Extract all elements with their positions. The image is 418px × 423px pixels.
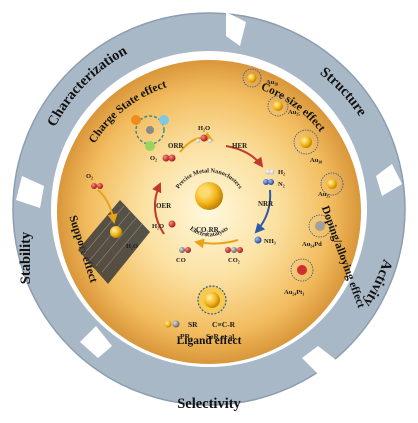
mol-nh3	[254, 236, 262, 244]
charge-state-illustration	[131, 115, 169, 151]
mol-h2o-top-o	[200, 134, 208, 142]
label-selectivity: Selectivity	[177, 396, 241, 412]
cluster-au24pt	[290, 258, 314, 282]
label-h2o-left: H₂O	[152, 223, 164, 230]
label-support-o2: O₂	[86, 173, 93, 180]
label-co2rr: CO₂RR	[196, 226, 220, 234]
co2rr-arrow	[194, 238, 239, 249]
charge-state-ball-orange	[131, 115, 141, 125]
cluster-au25-doping	[320, 172, 344, 196]
separator-bottom-right	[302, 346, 336, 376]
separator-left	[16, 176, 44, 208]
separator-bottom-left	[80, 326, 112, 358]
cluster-au24pd	[308, 214, 332, 238]
doping-au25-shell	[320, 172, 344, 196]
separator-right	[376, 164, 402, 196]
cluster-au25-shell	[267, 95, 289, 117]
label-co2: CO₂	[228, 257, 240, 264]
label-au24pd: Au₂₄Pd	[302, 241, 322, 248]
inner-disk	[57, 60, 361, 364]
oer-arrow	[152, 182, 165, 235]
doping-au24pd-shell	[308, 214, 332, 238]
doping-au24pt-core	[297, 265, 307, 275]
mol-o2-b	[168, 154, 176, 162]
mol-h2-a	[265, 169, 271, 175]
mol-h2o-top-h2	[207, 138, 213, 144]
label-o2-left: O₂	[150, 155, 157, 162]
label-stability: Stability	[18, 231, 34, 284]
ligand-au-atom	[164, 320, 172, 328]
charge-state-ball-green	[145, 141, 155, 151]
support-o2-atom-1	[91, 183, 97, 189]
label-h2: H₂	[278, 169, 285, 176]
mol-o2-a	[162, 154, 170, 162]
mol-co2-o2	[237, 247, 243, 253]
label-n2: N₂	[278, 181, 285, 188]
label-au25-size: Au₂₅	[288, 109, 300, 116]
central-nanocluster	[195, 182, 223, 210]
her-arrow	[225, 145, 264, 168]
doping-clusters	[290, 172, 344, 282]
cluster-au18-core	[247, 73, 257, 83]
mol-h2-b	[269, 169, 275, 175]
doping-au24pd-core	[315, 221, 325, 231]
reaction-pentagon	[152, 131, 275, 253]
graphene-sheet	[78, 200, 150, 284]
cluster-au18-shell	[242, 68, 262, 88]
support-graphene	[78, 183, 150, 284]
doping-au24pt-shell	[290, 258, 314, 282]
cluster-au38-shell	[293, 129, 319, 155]
mol-n2-a	[263, 179, 269, 185]
cluster-au38	[293, 129, 319, 155]
charge-state-ball-blue	[159, 115, 169, 125]
mol-co-c	[179, 247, 185, 253]
mol-co2-o1	[225, 247, 231, 253]
label-au24pt: Au₂₄Pt₁	[284, 289, 304, 296]
label-au25-doping: Au₂₅	[318, 191, 330, 198]
mol-co-o	[185, 247, 191, 253]
mol-h2o-left-o	[168, 220, 176, 228]
graphene-lattice	[83, 205, 143, 273]
ligand-illustration	[164, 285, 227, 328]
outer-ring-edge	[12, 12, 406, 406]
ligand-core	[204, 292, 220, 308]
label-orr: ORR	[168, 142, 185, 150]
mol-co2-c	[231, 247, 237, 253]
cluster-au38-core	[300, 136, 312, 148]
ring-separators	[16, 12, 402, 376]
label-ligand-alkyne: C≡C-R	[212, 320, 236, 329]
separator-top-right	[226, 12, 246, 46]
central-nanocluster-highlight	[198, 187, 208, 197]
ligand-s-atom	[172, 320, 180, 328]
nrr-arrow	[254, 189, 272, 234]
label-ligand-pr3: PR₃	[180, 332, 193, 341]
label-nh3: NH₃	[264, 238, 276, 245]
mol-n2-b	[268, 179, 274, 185]
label-h2o-top: H₂O	[198, 125, 210, 132]
label-au18: Au₁₈	[266, 79, 278, 86]
support-o2-atom-2	[97, 183, 103, 189]
label-her: HER	[232, 142, 248, 150]
label-au38: Au₃₈	[310, 157, 322, 164]
cluster-au25-core	[273, 101, 283, 111]
label-ligand-effect: Ligand effect	[177, 335, 242, 347]
doping-au25-core	[327, 179, 337, 189]
mol-h2o-top-h1	[195, 138, 201, 144]
label-nrr: NRR	[258, 200, 274, 208]
label-ligand-sr: SR	[188, 320, 198, 329]
label-co: CO	[176, 257, 186, 264]
label-support-h2o: H₂O	[126, 243, 138, 250]
supported-cluster	[110, 226, 122, 238]
support-arrow	[97, 189, 118, 224]
label-ligand-ser: SeR et al.	[206, 332, 236, 341]
charge-state-core	[146, 126, 154, 134]
cluster-au25-size	[267, 95, 289, 117]
core-size-clusters	[242, 68, 319, 155]
cluster-au18	[242, 68, 262, 88]
label-oer: OER	[156, 202, 172, 210]
